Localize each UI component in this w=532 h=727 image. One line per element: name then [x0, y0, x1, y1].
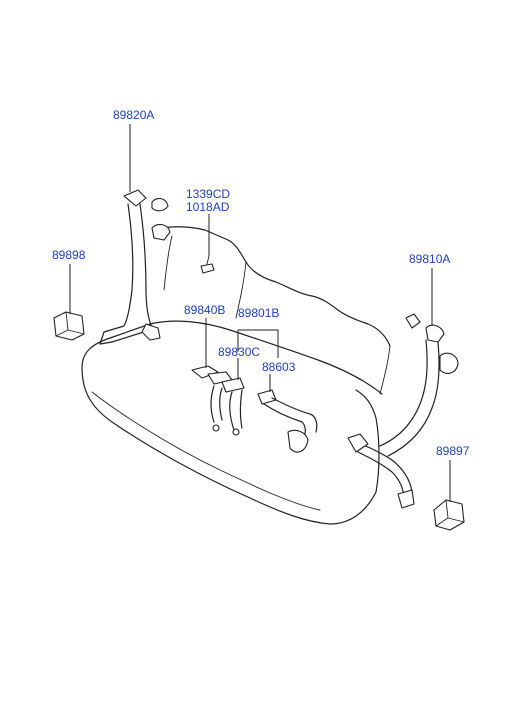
lap-belt-88603	[257, 389, 318, 453]
trim-cover-89897	[433, 499, 465, 531]
callout-89840B[interactable]: 89840B	[184, 303, 225, 317]
rear-seat-outline	[81, 226, 391, 525]
leader-lines	[69, 124, 451, 502]
callout-89898[interactable]: 89898	[52, 248, 86, 262]
callout-89810A[interactable]: 89810A	[409, 252, 450, 266]
callout-1339CD[interactable]: 1339CD	[186, 187, 230, 201]
callout-89897[interactable]: 89897	[436, 444, 470, 458]
callout-88603[interactable]: 88603	[262, 360, 296, 374]
buckle-straps-89830C	[210, 377, 245, 436]
right-shoulder-belt-89810A	[347, 313, 459, 509]
callout-89820A[interactable]: 89820A	[113, 108, 154, 122]
callout-89830C[interactable]: 89830C	[218, 345, 260, 359]
left-shoulder-belt-89820A	[99, 189, 171, 345]
trim-cover-89898	[53, 311, 85, 341]
part-callouts: 89820A 1339CD 1018AD 89898 89810A 89840B…	[52, 108, 470, 458]
callout-1018AD[interactable]: 1018AD	[186, 200, 230, 214]
callout-89801B[interactable]: 89801B	[238, 306, 279, 320]
mounting-bolt-1339CD-1018AD	[200, 255, 215, 274]
